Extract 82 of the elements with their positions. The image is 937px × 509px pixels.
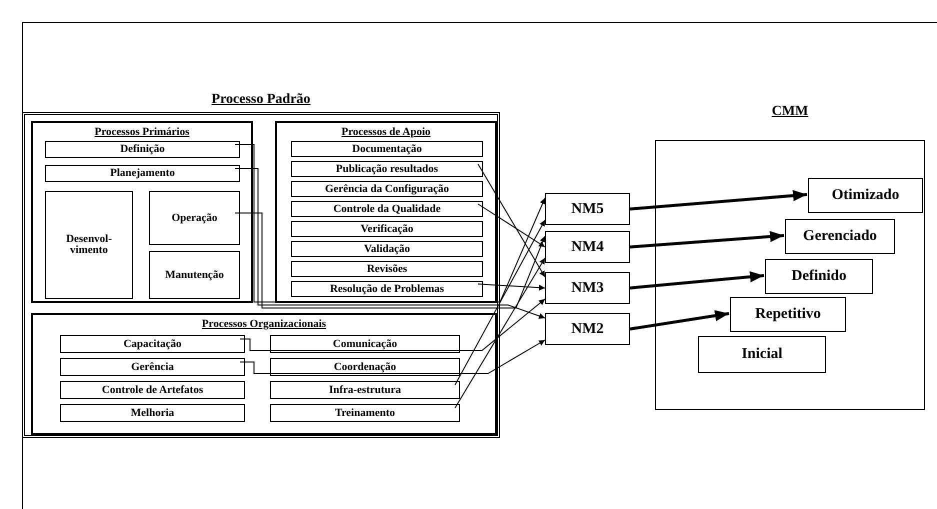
- process-box: [291, 181, 483, 197]
- box-label: Inicial: [742, 345, 782, 364]
- box-label: NM4: [571, 238, 604, 256]
- box-label: Controle de Artefatos: [102, 384, 204, 396]
- process-box: [291, 261, 483, 277]
- process-box: [45, 165, 240, 182]
- box-label: Otimizado: [832, 186, 900, 205]
- process-box: [291, 281, 483, 297]
- process-box: [45, 141, 240, 158]
- arrow: [240, 340, 546, 374]
- process-box: [149, 191, 240, 245]
- box-label: Manutenção: [165, 270, 224, 280]
- box-label: Definido: [791, 267, 846, 286]
- process-box: [545, 193, 630, 225]
- process-box: [545, 272, 630, 304]
- arrow: [234, 144, 546, 302]
- box-label: Planejamento: [110, 168, 175, 179]
- group-heading: Processos Organizacionais: [200, 317, 328, 332]
- box-label: NM5: [571, 200, 604, 218]
- process-box: [60, 335, 245, 353]
- arrow: [454, 220, 546, 386]
- box-label: Comunicação: [332, 338, 398, 350]
- arrow: [630, 190, 808, 210]
- box-label: NM2: [571, 320, 604, 338]
- process-box: [808, 178, 923, 213]
- box-label: Operação: [172, 212, 218, 224]
- process-box: [545, 231, 630, 263]
- box-label: Documentação: [352, 144, 422, 154]
- process-box: [291, 161, 483, 177]
- arrow: [234, 212, 546, 308]
- group-heading: Processos Primários: [94, 125, 190, 140]
- box-label: Coordenação: [334, 362, 396, 372]
- group-panel: [275, 121, 497, 303]
- box-label: Infra-estrutura: [328, 384, 402, 396]
- group-heading: CMM: [770, 103, 810, 121]
- process-box: [291, 241, 483, 257]
- box-label: Repetitivo: [755, 305, 821, 324]
- process-box: [730, 297, 846, 332]
- box-label: Validação: [364, 244, 410, 254]
- box-label: NM3: [571, 278, 604, 298]
- arrow: [630, 230, 784, 248]
- box-label: Melhoria: [130, 408, 174, 418]
- group-heading: Processos de Apoio: [340, 125, 432, 140]
- process-box: [270, 358, 460, 376]
- box-label: Capacitação: [123, 338, 182, 350]
- box-label: Desenvol- vimento: [65, 234, 113, 256]
- box-label: Resolução de Problemas: [330, 284, 444, 294]
- box-label: Gerência: [131, 362, 174, 372]
- process-box: [698, 336, 826, 373]
- process-box: [60, 381, 245, 399]
- process-box: [270, 335, 460, 353]
- group-heading: Processo Padrão: [210, 91, 312, 109]
- process-box: [45, 191, 133, 299]
- process-box: [785, 219, 895, 254]
- box-label: Gerenciado: [803, 227, 877, 246]
- process-box: [270, 404, 460, 422]
- process-box: [149, 251, 240, 299]
- box-label: Controle da Qualidade: [333, 204, 441, 214]
- arrow: [630, 310, 730, 330]
- process-box: [291, 201, 483, 217]
- process-box: [270, 381, 460, 399]
- arrow: [630, 271, 764, 290]
- box-label: Gerência da Configuração: [324, 184, 450, 194]
- process-box: [545, 313, 630, 345]
- box-label: Revisões: [366, 264, 408, 274]
- process-box: [60, 358, 245, 376]
- arrow: [478, 204, 546, 248]
- box-label: Publicação resultados: [336, 164, 438, 174]
- group-panel: [31, 121, 253, 303]
- arrow: [234, 168, 546, 319]
- process-box: [765, 259, 873, 294]
- arrow: [478, 284, 546, 291]
- process-box: [60, 404, 245, 422]
- arrow: [454, 258, 546, 408]
- box-label: Verificação: [360, 224, 414, 234]
- process-box: [291, 221, 483, 237]
- box-label: Treinamento: [334, 408, 396, 418]
- box-label: Definição: [120, 144, 165, 155]
- process-box: [291, 141, 483, 157]
- arrow: [240, 298, 546, 351]
- group-panel: [31, 313, 497, 435]
- arrow: [478, 164, 546, 278]
